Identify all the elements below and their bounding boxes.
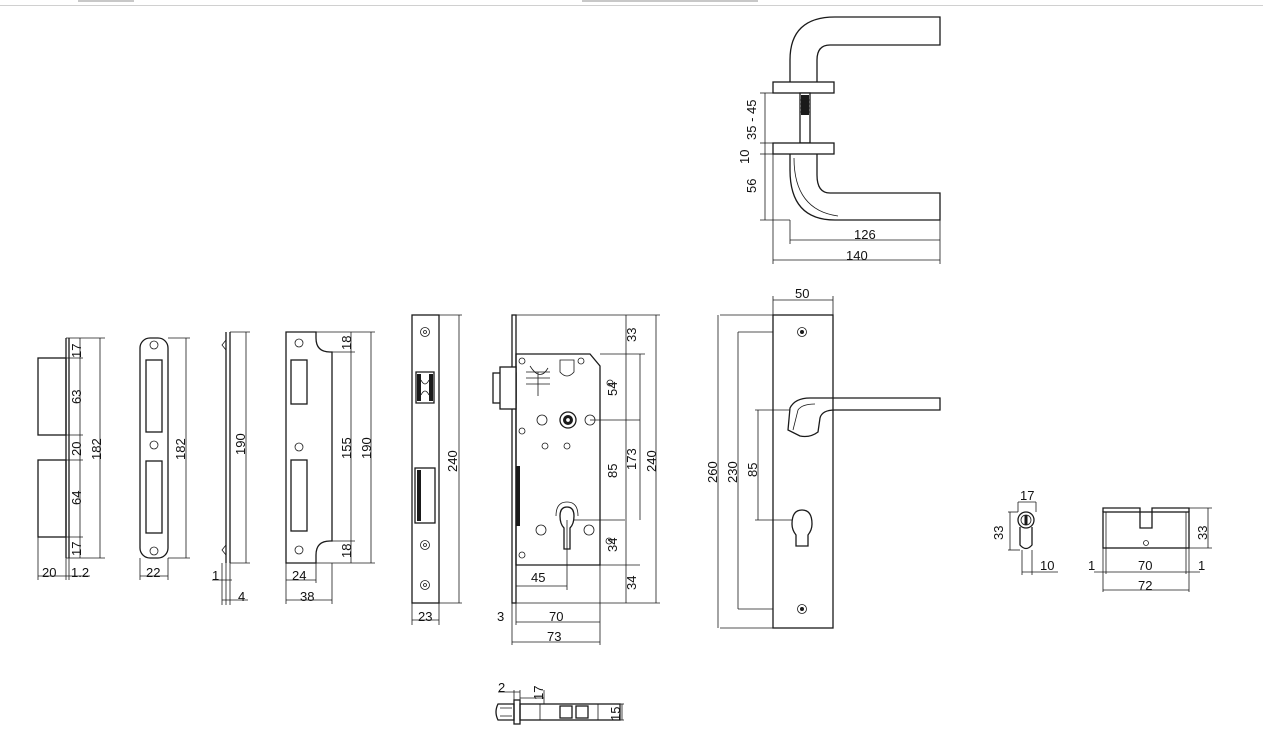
dim-45: 45 bbox=[531, 570, 545, 585]
lock-case-body: 33 54 85 173 240 34 34 45 3 70 73 bbox=[492, 314, 660, 645]
dim-85: 85 bbox=[605, 464, 620, 478]
lock-faceplate: 240 23 bbox=[411, 314, 462, 625]
dim-38: 38 bbox=[300, 589, 314, 604]
dim-1: 1 bbox=[212, 568, 219, 583]
dim-33: 33 bbox=[991, 526, 1006, 540]
dim-33: 33 bbox=[1195, 526, 1210, 540]
dim-85: 85 bbox=[745, 463, 760, 477]
dim-24: 24 bbox=[292, 568, 306, 583]
dim-173: 173 bbox=[624, 448, 639, 470]
dim-240: 240 bbox=[445, 450, 460, 472]
latch-bolt-detail: 2 17 15 bbox=[495, 680, 624, 725]
dim-17: 17 bbox=[531, 686, 546, 700]
top-tab-left[interactable] bbox=[78, 0, 134, 2]
dim-17-top: 17 bbox=[69, 344, 84, 358]
dim-35-45: 35 - 45 bbox=[744, 100, 759, 140]
dim-70: 70 bbox=[1138, 558, 1152, 573]
dim-33: 33 bbox=[624, 328, 639, 342]
dim-10: 10 bbox=[737, 150, 752, 164]
dim-190: 190 bbox=[233, 433, 248, 455]
cylinder-profile-view: 17 33 10 bbox=[991, 488, 1058, 575]
dim-23: 23 bbox=[418, 609, 432, 624]
dim-240: 240 bbox=[644, 450, 659, 472]
dim-4: 4 bbox=[238, 589, 245, 604]
dim-17-bottom: 17 bbox=[69, 542, 84, 556]
strike-plate-front-2: 182 22 bbox=[139, 337, 190, 580]
euro-cylinder-front-view: 33 1 70 1 72 bbox=[1088, 507, 1212, 593]
dim-15: 15 bbox=[608, 707, 623, 721]
dim-182: 182 bbox=[89, 438, 104, 460]
strike-plate-front-4: 18 155 190 18 24 38 bbox=[285, 331, 375, 604]
dim-10: 10 bbox=[1040, 558, 1054, 573]
dim-190: 190 bbox=[359, 437, 374, 459]
dim-22: 22 bbox=[146, 565, 160, 580]
dim-20-width: 20 bbox=[42, 565, 56, 580]
dim-73: 73 bbox=[547, 629, 561, 644]
dim-64: 64 bbox=[69, 491, 84, 505]
dim-17: 17 bbox=[1020, 488, 1034, 503]
dim-126: 126 bbox=[854, 227, 876, 242]
dim-18-bottom: 18 bbox=[339, 544, 354, 558]
dim-2: 2 bbox=[498, 680, 505, 695]
dim-230: 230 bbox=[725, 461, 740, 483]
dim-70: 70 bbox=[549, 609, 563, 624]
top-edge bbox=[0, 0, 1263, 6]
dim-54: 54 bbox=[605, 382, 620, 396]
dim-140: 140 bbox=[846, 248, 868, 263]
dim-63: 63 bbox=[69, 390, 84, 404]
dim-1-left: 1 bbox=[1088, 558, 1095, 573]
dim-1-2: 1.2 bbox=[71, 565, 89, 580]
dim-18-top: 18 bbox=[339, 336, 354, 350]
top-tab-center[interactable] bbox=[582, 0, 758, 2]
strike-plate-side-1: 17 63 20 64 17 182 20 1.2 bbox=[37, 337, 105, 580]
dim-56: 56 bbox=[744, 179, 759, 193]
dim-34-inner: 34 bbox=[605, 538, 620, 552]
dim-20: 20 bbox=[69, 442, 84, 456]
strike-plate-side-3: 190 1 4 bbox=[212, 331, 250, 605]
dim-34-outer: 34 bbox=[624, 576, 639, 590]
dim-155: 155 bbox=[339, 437, 354, 459]
dim-1-right: 1 bbox=[1198, 558, 1205, 573]
handle-backplate-front: 50 260 230 85 bbox=[705, 286, 941, 629]
dim-72: 72 bbox=[1138, 578, 1152, 593]
dim-260: 260 bbox=[705, 461, 720, 483]
dim-182: 182 bbox=[173, 438, 188, 460]
lever-handle-top-view: 35 - 45 10 56 126 140 bbox=[737, 16, 941, 264]
dim-50: 50 bbox=[795, 286, 809, 301]
dim-3: 3 bbox=[497, 609, 504, 624]
